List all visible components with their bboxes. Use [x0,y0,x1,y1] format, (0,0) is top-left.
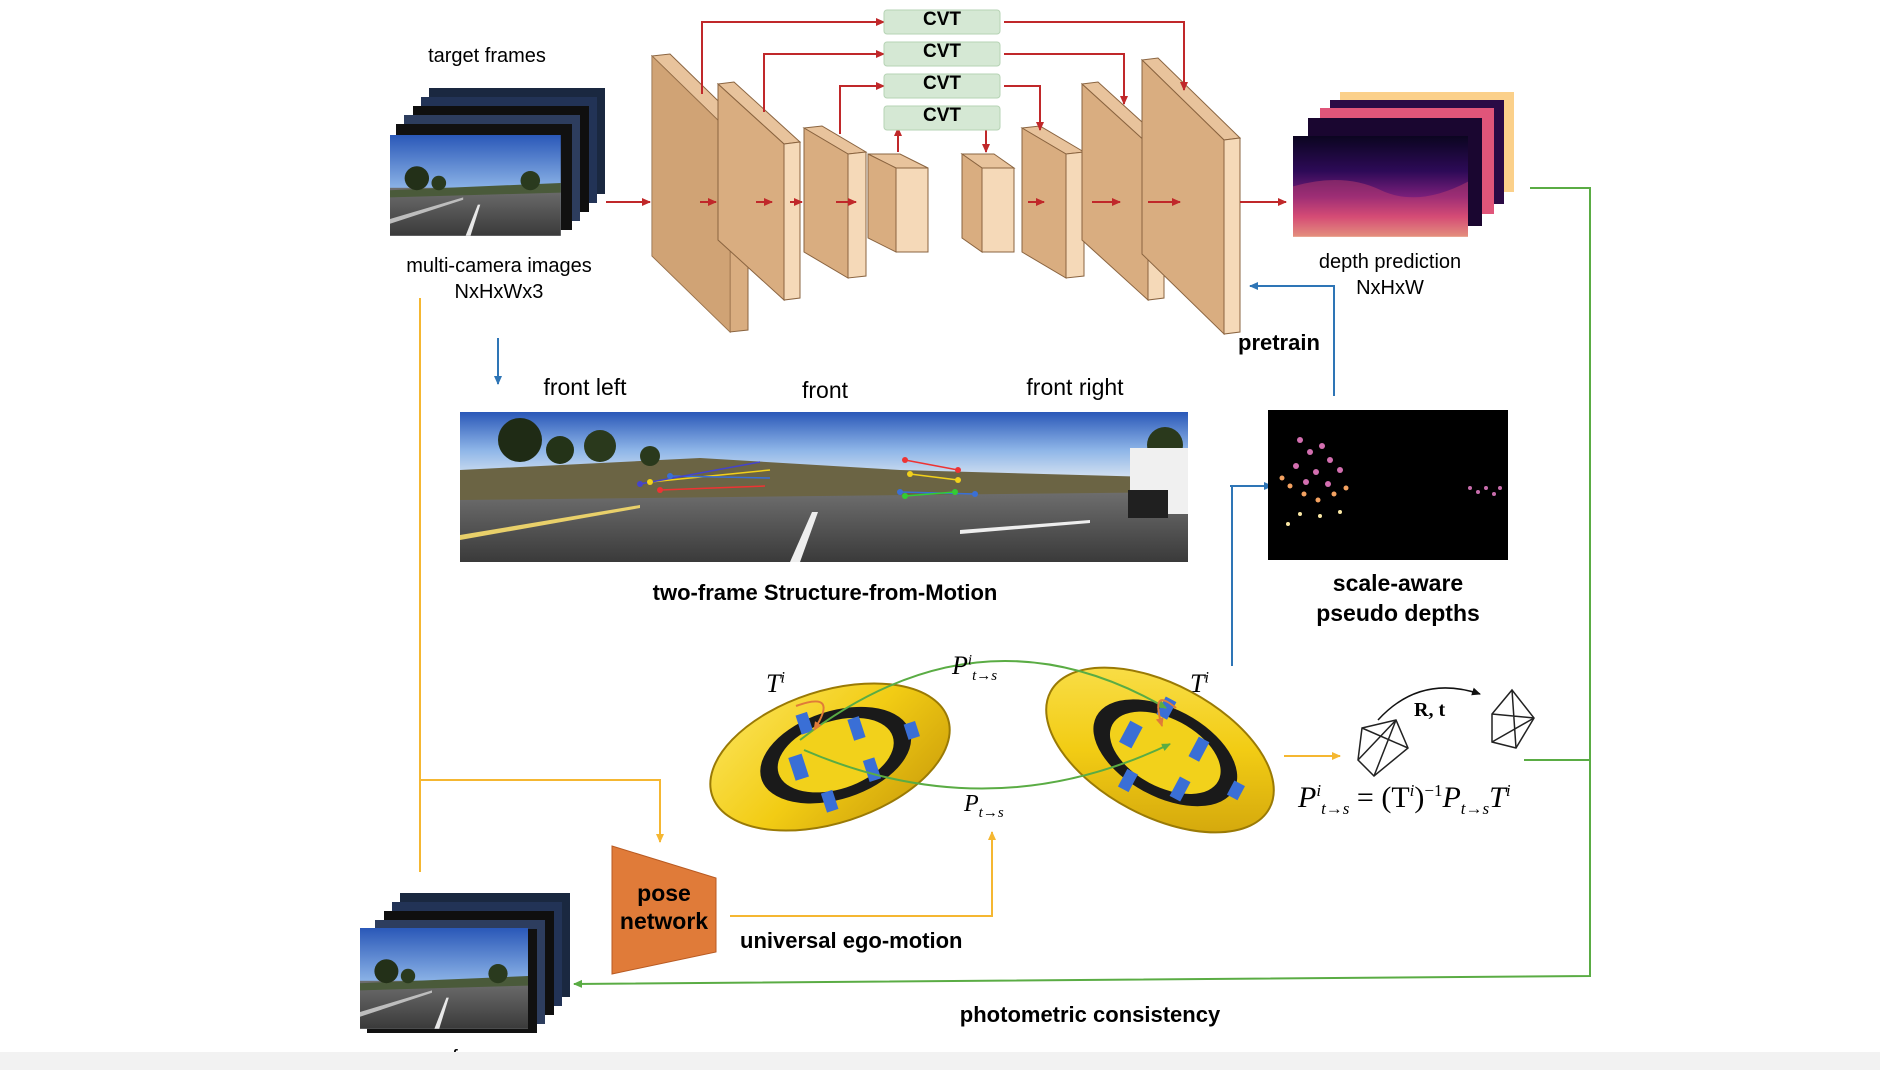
photometric-label: photometric consistency [959,1002,1221,1027]
bottom-band [0,1052,1880,1070]
front-right-label: front right [1026,374,1124,400]
pseudo-depths-label-2: pseudo depths [1316,600,1480,626]
depth-prediction-label: depth prediction [1318,251,1462,273]
encoder-decoder [650,53,1242,336]
front-label: front [801,377,849,403]
decoder-block-4 [1140,57,1242,336]
input-shape-label: NxHxWx3 [454,281,544,303]
source-frames-stack [360,893,570,1033]
output-shape-label: NxHxW [1356,277,1424,299]
transform-left-label: Ti [766,669,785,698]
transform-right-label: Ti [1190,669,1209,698]
car-transform-arrows [795,659,1177,790]
blue-arrows [494,282,1335,666]
pose-top-label: Pit→s [952,651,998,685]
target-frames-label: target frames [428,45,546,67]
sfm-label: two-frame Structure-from-Motion [652,580,998,605]
cvt-modules [883,9,1001,131]
decoder-block-1 [960,153,1016,253]
pose-network-label-2: network [619,908,709,934]
encoder-block-3 [802,125,868,279]
cvt-label-3: CVT [923,73,961,94]
depth-output-stack [1293,92,1514,237]
car-right [1045,666,1275,834]
cvt-label-2: CVT [923,41,961,62]
front-left-label: front left [543,374,627,400]
rotation-translation-label: R, t [1414,699,1446,721]
encoder-block-4 [867,153,929,253]
camera-pose-icons [1357,687,1535,778]
encoder-block-2 [716,81,802,302]
pseudo-depth-image [1268,410,1508,560]
network-flow-arrows [606,18,1287,206]
target-frames-stack [390,88,605,236]
yellow-arrows [419,298,1341,917]
pretrain-label: pretrain [1238,330,1320,355]
cvt-label-1: CVT [923,9,961,30]
pose-network-label-1: pose [637,880,691,906]
pose-network-shape [611,845,717,975]
pseudo-depths-label-1: scale-aware [1332,570,1464,596]
green-arrows [573,187,1591,988]
multi-camera-label: multi-camera images [406,255,592,277]
transform-equation: Pit→s = (Ti)−1Pt→sTi [1298,781,1511,818]
cvt-label-4: CVT [923,105,961,126]
panorama-strip [460,412,1188,562]
ego-motion-label: universal ego-motion [740,928,963,953]
decoder-block-2 [1020,125,1086,279]
car-left [709,682,951,832]
pose-bottom-label: Pt→s [964,791,1004,821]
